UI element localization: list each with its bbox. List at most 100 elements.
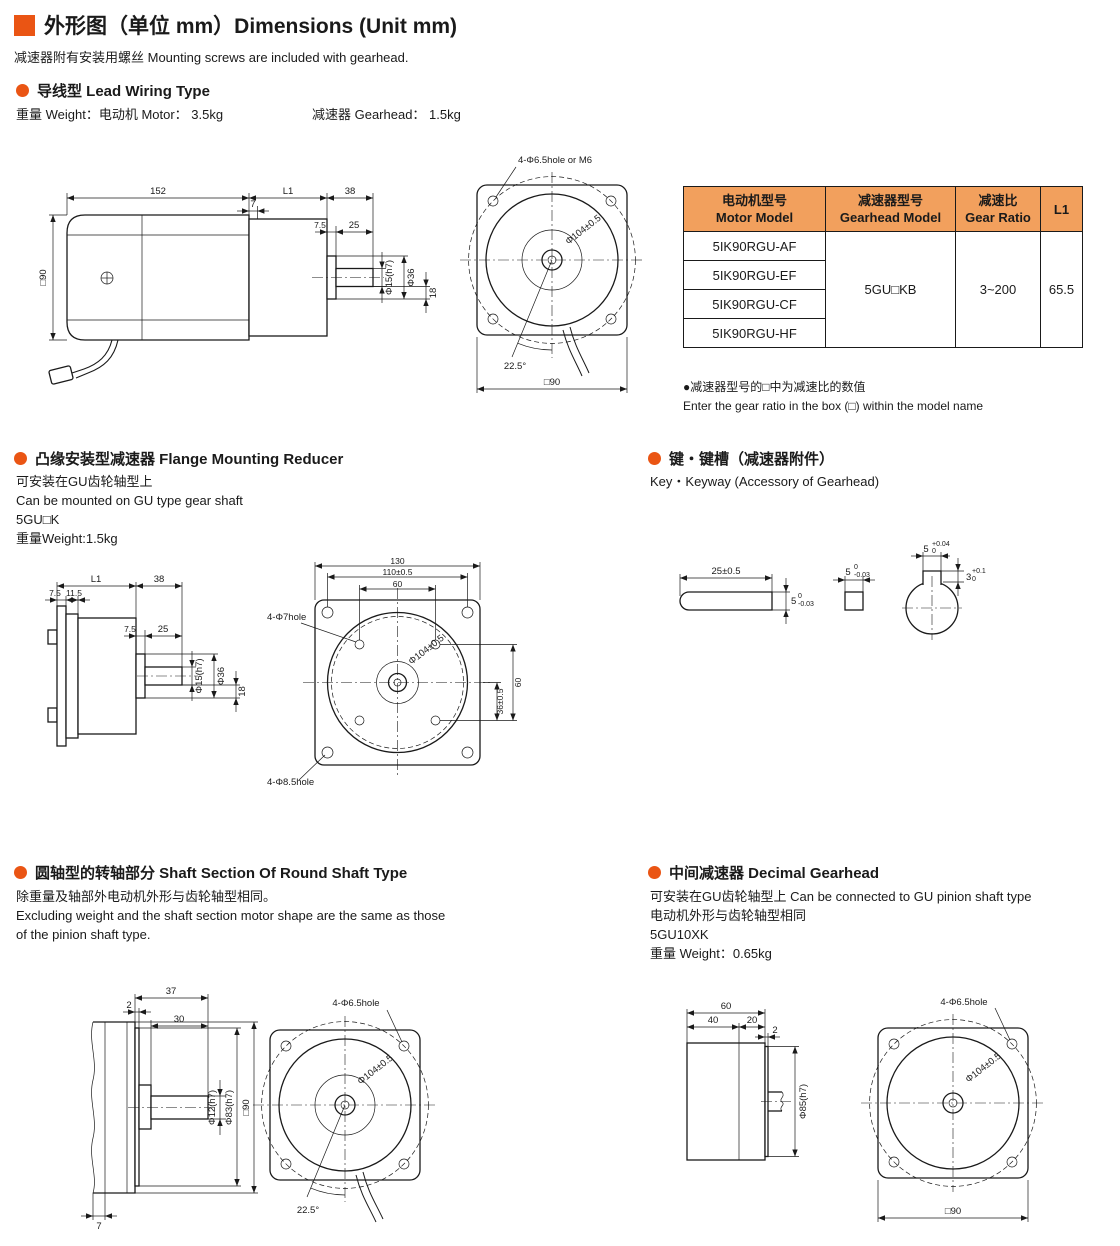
- dim-boss-length: 7.5: [124, 624, 136, 634]
- flange-line1: 可安装在GU齿轮轴型上: [16, 474, 153, 489]
- round-shaft-heading: 圆轴型的转轴部分 Shaft Section Of Round Shaft Ty…: [14, 862, 407, 883]
- bullet-icon: [14, 866, 27, 879]
- table-row: 5IK90RGU-HF: [683, 318, 1083, 348]
- decimal-line3: 5GU10XK: [650, 927, 709, 942]
- flange-face-outline: [303, 588, 492, 777]
- dim-key-height-tol-lo: -0.03: [798, 601, 814, 608]
- col-header-l1: L1: [1040, 186, 1083, 232]
- wires-and-angle: [511, 259, 590, 377]
- dim-front-holes: 4-Φ6.5hole: [332, 998, 379, 1009]
- dim-boss-dia: Φ83(h7): [224, 1090, 235, 1125]
- dim-bolt-circle: Φ104±0.5: [964, 1051, 1004, 1085]
- front-face-outline: [253, 1016, 437, 1202]
- table-row: 5IK90RGU-CF: [683, 289, 1083, 319]
- decimal-front-view-drawing: 4-Φ6.5hole Φ104±0.5 □90: [861, 997, 1045, 1222]
- dimension-lines: [877, 1007, 1029, 1222]
- dim-inner-pitch: 60: [393, 579, 403, 589]
- flange-side-view-drawing: L1 38 7.5 11.5 7.5 25 Φ15(h7) Φ36 18: [45, 574, 248, 747]
- dim-step: 11.5: [66, 588, 82, 598]
- motor-outline: [91, 1021, 215, 1194]
- bullet-icon: [14, 452, 27, 465]
- key-subheading: Key・Keyway (Accessory of Gearhead): [650, 472, 879, 491]
- flange-description: 可安装在GU齿轮轴型上 Can be mounted on GU type ge…: [16, 472, 243, 548]
- dimension-lines: [298, 562, 517, 781]
- motor-model-cell: 5IK90RGU-EF: [683, 260, 826, 290]
- dim-shaft-length: 30: [174, 1014, 185, 1025]
- round-shaft-front-view-drawing: 4-Φ6.5hole Φ104±0.5 22.5°: [253, 998, 437, 1223]
- col-header-gearhead-zh: 减速器型号: [857, 193, 923, 208]
- spec-table: 电动机型号 Motor Model 减速器型号 Gearhead Model 减…: [683, 186, 1083, 348]
- dim-motor-length: 152: [150, 186, 166, 197]
- front-face-outline: [460, 172, 644, 358]
- lead-wiring-front-view-drawing: 4-Φ6.5hole or M6 Φ104±0.5 22.5° □90: [460, 155, 644, 393]
- dim-pilot-length: 20: [747, 1015, 758, 1026]
- dim-key-height-tol-hi: 0: [798, 593, 802, 600]
- dim-front-frame: □90: [945, 1206, 961, 1217]
- flange-line3: 5GU□K: [16, 512, 60, 527]
- decimal-line2: 电动机外形与齿轮轴型相同: [650, 908, 807, 923]
- dim-key-offset: 18: [428, 288, 439, 299]
- dim-frame-size: □90: [38, 269, 49, 285]
- dim-boss-dia: Φ36: [406, 268, 417, 286]
- decimal-side-view-drawing: 60 40 20 2 Φ85(h7): [686, 1001, 809, 1161]
- gear-ratio-cell: 3~200: [955, 231, 1041, 348]
- gearhead-model-cell: 5GU□KB: [825, 231, 956, 348]
- dim-front-holes: 4-Φ6.5hole: [940, 997, 987, 1008]
- dimension-lines: [45, 582, 240, 712]
- dim-bolt-circle: Φ104±0.5: [564, 213, 604, 247]
- key-heading-en: Key・Keyway (Accessory of Gearhead): [650, 474, 880, 489]
- dimension-lines: [386, 1009, 403, 1043]
- dim-boss-length: 7.5: [314, 220, 326, 230]
- decimal-line1: 可安装在GU齿轮轴型上 Can be connected to GU pinio…: [650, 889, 1032, 904]
- decimal-heading-label: 中间减速器 Decimal Gearhead: [669, 865, 880, 882]
- flange-heading: 凸缘安装型减速器 Flange Mounting Reducer: [14, 448, 343, 469]
- motor-model-cell: 5IK90RGU-HF: [683, 318, 826, 348]
- col-header-ratio-en: Gear Ratio: [965, 210, 1031, 225]
- dim-side-offset: 36±0.5: [495, 688, 505, 714]
- table-row: 5IK90RGU-AF 5GU□KB 3~200 65.5: [683, 231, 1083, 348]
- table-note: ●减速器型号的□中为减速比的数值 Enter the gear ratio in…: [683, 378, 983, 416]
- dim-wire-angle: 22.5°: [297, 1205, 319, 1216]
- dim-keyway-depth-tol-hi: +0.1: [972, 568, 986, 575]
- dim-step: 2: [772, 1025, 777, 1036]
- dimension-lines: [49, 193, 430, 341]
- dim-key-width-tol-lo: -0.03: [854, 572, 870, 579]
- front-face-outline: [861, 1014, 1045, 1192]
- flange-line2: Can be mounted on GU type gear shaft: [16, 493, 243, 508]
- flange-heading-label: 凸缘安装型减速器 Flange Mounting Reducer: [35, 451, 344, 468]
- dim-shaft-section: 38: [345, 186, 356, 197]
- motor-model-cell: 5IK90RGU-CF: [683, 289, 826, 319]
- col-header-motor-zh: 电动机型号: [721, 193, 787, 208]
- dim-wire-angle: 22.5°: [504, 361, 526, 372]
- motor-outline: [66, 214, 384, 341]
- round-shaft-line3: of the pinion shaft type.: [16, 927, 151, 942]
- dim-shaft-dia: Φ15(h7): [194, 658, 205, 693]
- dim-hole-pitch: 110±0.5: [382, 567, 412, 577]
- lead-wiring-heading-label: 导线型 Lead Wiring Type: [37, 83, 210, 100]
- bullet-icon: [648, 866, 661, 879]
- dim-body-length: 40: [708, 1015, 719, 1026]
- dim-total-length: 60: [721, 1001, 732, 1012]
- weight-gearhead-text: 减速器 Gearhead： 1.5kg: [312, 107, 461, 122]
- key-heading-zh: 键・键槽（减速器附件）: [669, 451, 835, 468]
- dimension-lines: [686, 1009, 799, 1157]
- wires-and-angle: [306, 1104, 384, 1223]
- dim-total-length: 37: [166, 986, 177, 997]
- dim-boss-dia: Φ36: [216, 667, 227, 685]
- dim-boss-length: 2: [126, 1000, 131, 1011]
- decimal-heading: 中间减速器 Decimal Gearhead: [648, 862, 879, 883]
- table-note-en: Enter the gear ratio in the box (□) with…: [683, 399, 984, 413]
- dim-key-length: 25±0.5: [712, 566, 741, 577]
- motor-model-cell: 5IK90RGU-AF: [683, 231, 826, 261]
- bullet-icon: [648, 452, 661, 465]
- dimension-lines: [81, 994, 258, 1220]
- dim-pilot-dia: Φ85(h7): [798, 1084, 809, 1119]
- dim-key-height: 5: [791, 596, 796, 607]
- lead-wiring-heading: 导线型 Lead Wiring Type: [16, 80, 210, 101]
- table-row: 5IK90RGU-EF: [683, 260, 1083, 290]
- dim-keyway-width-tol-lo: 0: [932, 548, 936, 555]
- table-note-zh: ●减速器型号的□中为减速比的数值: [683, 380, 866, 394]
- page-subtitle: 减速器附有安装用螺丝 Mounting screws are included …: [14, 50, 409, 65]
- dim-cover: 7: [96, 1221, 101, 1232]
- round-shaft-line1: 除重量及轴部外电动机外形与齿轮轴型相同。: [16, 889, 277, 904]
